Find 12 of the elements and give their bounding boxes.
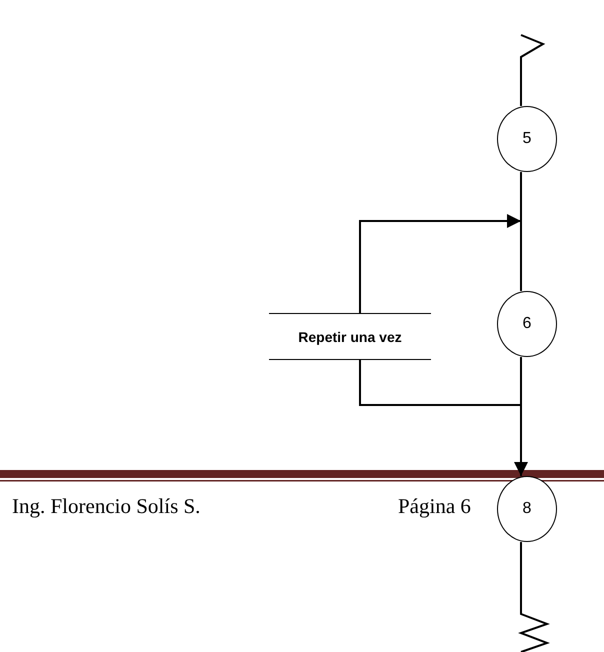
repeat-label-box: Repetir una vez	[269, 313, 431, 360]
footer-text: Página 6	[398, 494, 471, 519]
operation-circle: 8	[497, 476, 557, 542]
flow-line	[518, 542, 550, 652]
operation-circle: 6	[497, 291, 557, 357]
footer-text: Ing. Florencio Solís S.	[12, 494, 200, 519]
flow-line	[359, 357, 522, 406]
flow-line	[520, 34, 546, 106]
flow-line	[520, 172, 522, 291]
arrow	[359, 214, 521, 313]
operation-circle: 5	[497, 106, 557, 172]
arrow	[514, 357, 528, 476]
